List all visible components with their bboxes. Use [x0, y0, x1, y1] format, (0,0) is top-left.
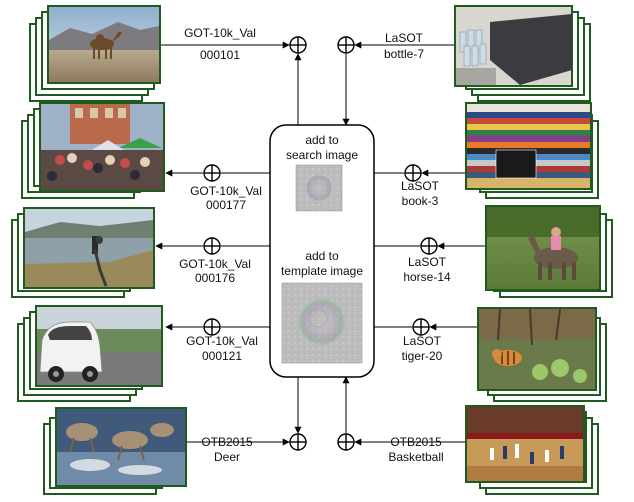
label-river-seq: 000176: [195, 271, 235, 285]
label-bottle-dataset: LaSOT: [385, 31, 424, 45]
template-caption-line1: add to: [305, 249, 339, 263]
market-photo: [39, 102, 165, 192]
label-book-dataset: LaSOT: [401, 179, 440, 193]
frame-stack-deer: [43, 407, 187, 495]
label-tiger-dataset: LaSOT: [403, 334, 442, 348]
car-photo: [35, 305, 163, 387]
xor-icon: [203, 164, 221, 182]
frame-stack-camel: [29, 5, 161, 102]
xor-icon: [337, 433, 355, 451]
river-photo: [23, 207, 155, 289]
label-book-seq: book-3: [402, 194, 439, 208]
horse-photo: [485, 205, 601, 291]
label-deer-seq: Deer: [214, 450, 240, 464]
label-deer-dataset: OTB2015: [201, 435, 253, 449]
label-basketball-dataset: OTB2015: [390, 435, 442, 449]
label-market-dataset: GOT-10k_Val: [190, 184, 262, 198]
label-camel-dataset: GOT-10k_Val: [184, 26, 256, 40]
label-river-dataset: GOT-10k_Val: [179, 257, 251, 271]
label-basketball-seq: Basketball: [388, 450, 443, 464]
xor-icon: [289, 433, 307, 451]
bottle-photo: [454, 5, 573, 87]
book-photo: [465, 102, 592, 190]
label-horse-seq: horse-14: [403, 270, 451, 284]
label-car-dataset: GOT-10k_Val: [186, 334, 258, 348]
frame-stack-river: [11, 207, 155, 298]
xor-icon: [404, 164, 422, 182]
search-caption-line1: add to: [305, 133, 339, 147]
label-car-seq: 000121: [202, 349, 242, 363]
label-bottle-seq: bottle-7: [384, 47, 424, 61]
search-perturbation-image: [295, 164, 343, 212]
xor-icon: [412, 318, 430, 336]
label-camel-seq: 000101: [200, 48, 240, 62]
xor-icon: [203, 318, 221, 336]
xor-icon: [289, 36, 307, 54]
xor-icon: [337, 36, 355, 54]
camel-photo: [47, 5, 161, 84]
xor-icon: [420, 237, 438, 255]
frame-stack-book: [465, 102, 599, 199]
frame-stack-bottle: [454, 5, 591, 102]
deer-photo: [55, 407, 187, 487]
label-market-seq: 000177: [206, 198, 246, 212]
connections: [148, 41, 486, 446]
frame-stack-car: [17, 305, 163, 402]
template-perturbation-image: [281, 282, 363, 364]
label-horse-dataset: LaSOT: [408, 255, 447, 269]
frame-stack-basketball: [465, 405, 599, 495]
basketball-photo: [465, 405, 585, 483]
template-caption-line2: template image: [281, 264, 363, 278]
search-caption-line2: search image: [286, 148, 358, 162]
frame-stack-horse: [485, 205, 613, 298]
label-tiger-seq: tiger-20: [402, 349, 443, 363]
frame-stack-tiger: [477, 307, 607, 402]
xor-symbols: [203, 36, 438, 451]
tiger-photo: [477, 307, 597, 391]
frame-stack-market: [21, 102, 165, 199]
xor-icon: [203, 237, 221, 255]
